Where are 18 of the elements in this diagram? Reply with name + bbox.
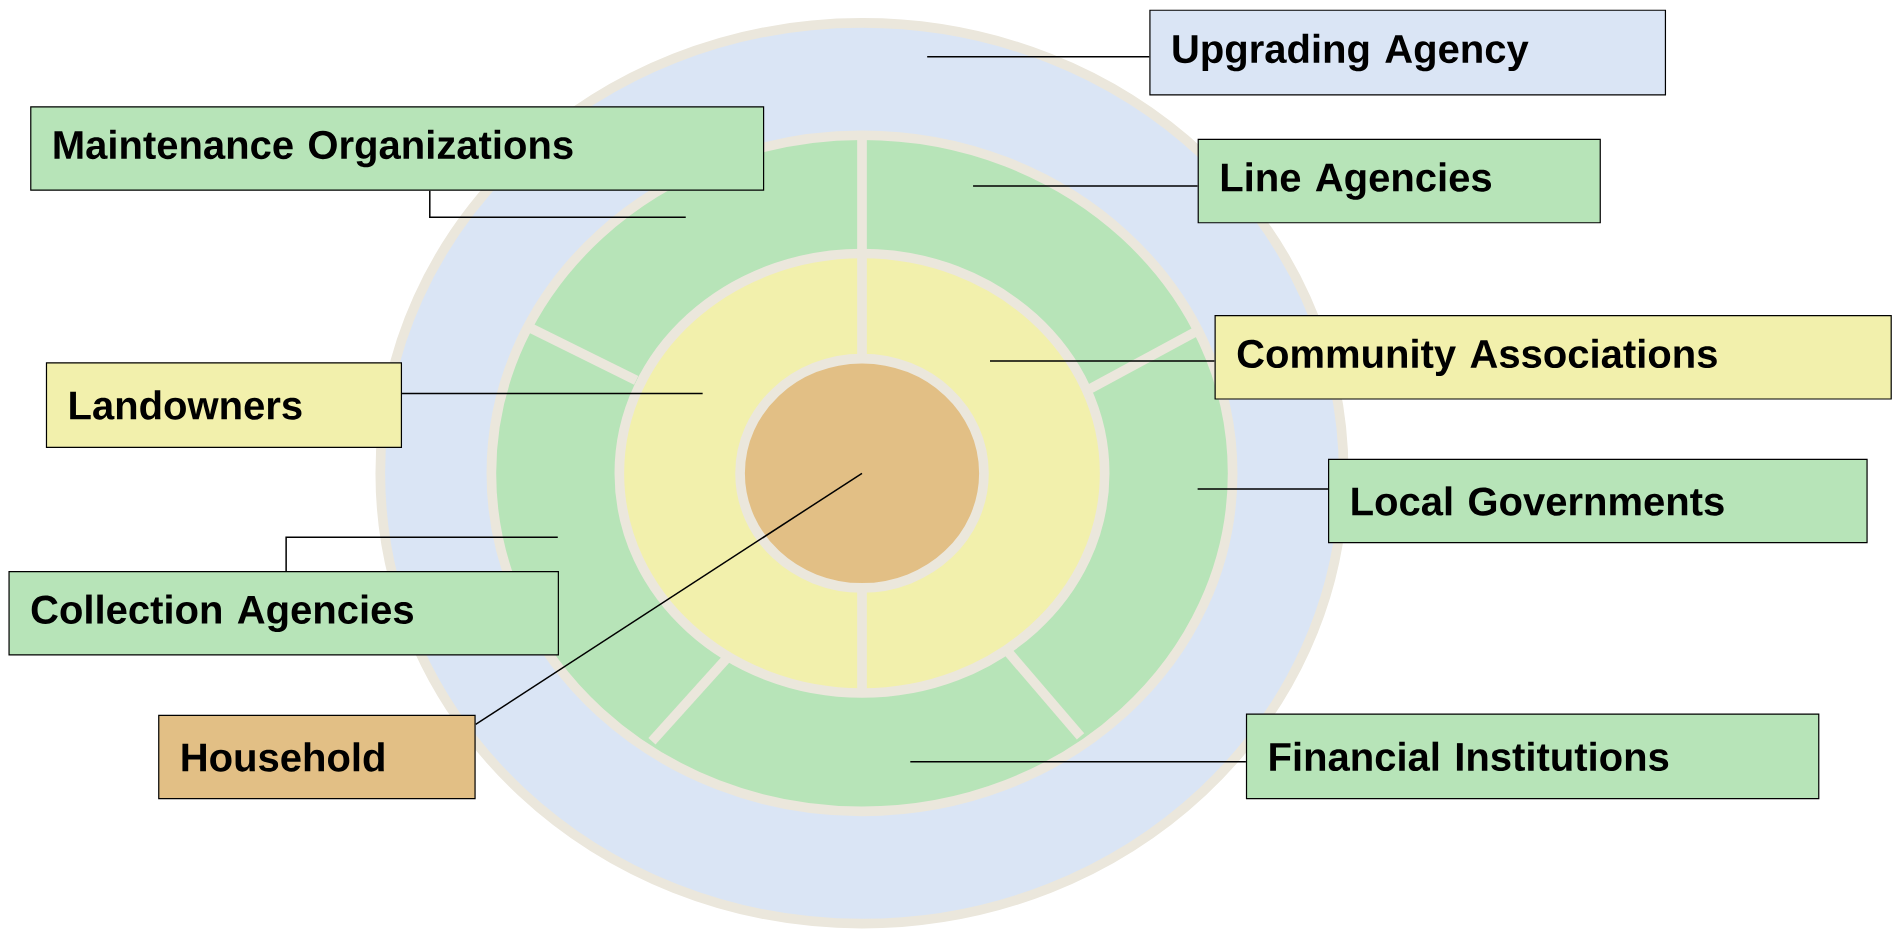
leader-line bbox=[972, 185, 1199, 187]
leader-line bbox=[989, 360, 1216, 362]
leader-line bbox=[285, 536, 559, 572]
label-box: Upgrading Agency bbox=[1149, 9, 1667, 96]
label-box: Landowners bbox=[45, 362, 403, 448]
leader-line bbox=[474, 472, 863, 726]
leader-line bbox=[909, 761, 1247, 763]
label-box: Household bbox=[158, 714, 476, 800]
label-box: Maintenance Organizations bbox=[30, 106, 765, 191]
label-box: Line Agencies bbox=[1197, 138, 1601, 224]
leader-line bbox=[1196, 488, 1329, 490]
leader-line bbox=[926, 56, 1151, 58]
label-box: Local Governments bbox=[1328, 458, 1868, 544]
leader-line bbox=[401, 392, 704, 395]
label-box: Collection Agencies bbox=[8, 571, 559, 656]
label-box: Financial Institutions bbox=[1245, 713, 1820, 800]
leader-line bbox=[429, 190, 687, 219]
label-box: Community Associations bbox=[1214, 315, 1892, 400]
